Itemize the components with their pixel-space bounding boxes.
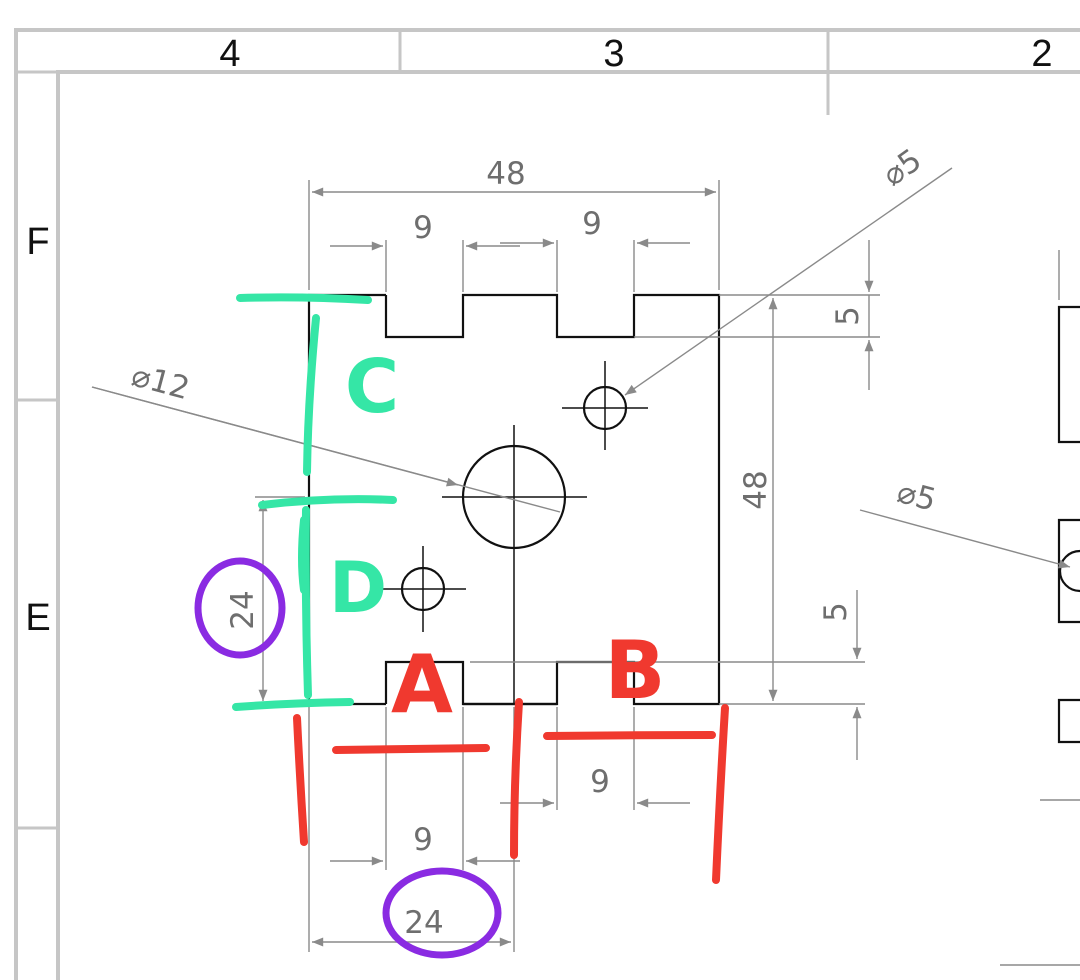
red-markup	[293, 698, 729, 884]
dim-left-offset-label: 24	[225, 590, 261, 629]
leader-hole-small-top-label: ⌀5	[876, 142, 928, 194]
markup-label-d: D	[329, 547, 387, 629]
zone-column-2: 2	[1031, 33, 1052, 75]
dim-bottom-slot-left-label: 9	[413, 822, 433, 858]
highlight-circle-bottom-24	[382, 867, 502, 959]
dim-bottom-slot-right	[500, 707, 690, 810]
highlight-circle-left-24	[194, 557, 286, 659]
side-view-fragment	[1000, 250, 1080, 966]
hole-small-bottom	[380, 546, 466, 632]
dim-bottom-slot-left	[330, 707, 520, 870]
markup-label-c: C	[345, 344, 399, 430]
dim-slot-depth-top-label: 5	[830, 306, 866, 326]
dim-overall-width-label: 48	[486, 156, 525, 192]
leader-hole-small-side-label: ⌀5	[893, 474, 939, 519]
zone-row-f: F	[26, 221, 49, 263]
dim-top-slots	[330, 238, 690, 292]
sheet-frame	[14, 28, 1080, 980]
dim-bottom-offset-label: 24	[404, 905, 443, 941]
hole-large	[442, 425, 587, 552]
markup-label-b: B	[605, 624, 666, 717]
dim-overall-height	[719, 298, 865, 705]
dim-overall-width	[308, 180, 720, 290]
dim-top-slot-left-label: 9	[413, 210, 433, 246]
leader-hole-small-top	[624, 167, 953, 396]
leader-hole-small-side	[859, 509, 1071, 569]
green-markup	[232, 293, 397, 711]
markup-label-a: A	[391, 638, 453, 731]
dim-slot-depth-bottom-label: 5	[818, 602, 854, 622]
zone-row-e: E	[25, 597, 50, 639]
dim-bottom-slot-right-label: 9	[590, 764, 610, 800]
zone-column-3: 3	[603, 33, 624, 75]
dim-top-slot-right-label: 9	[582, 206, 602, 242]
leader-hole-large	[91, 386, 561, 513]
zone-column-4: 4	[219, 33, 240, 75]
hole-small-top	[562, 361, 648, 450]
dim-overall-height-label: 48	[738, 470, 774, 509]
dim-slot-depth-bottom	[470, 590, 865, 760]
dim-slot-depth-top	[634, 240, 880, 390]
